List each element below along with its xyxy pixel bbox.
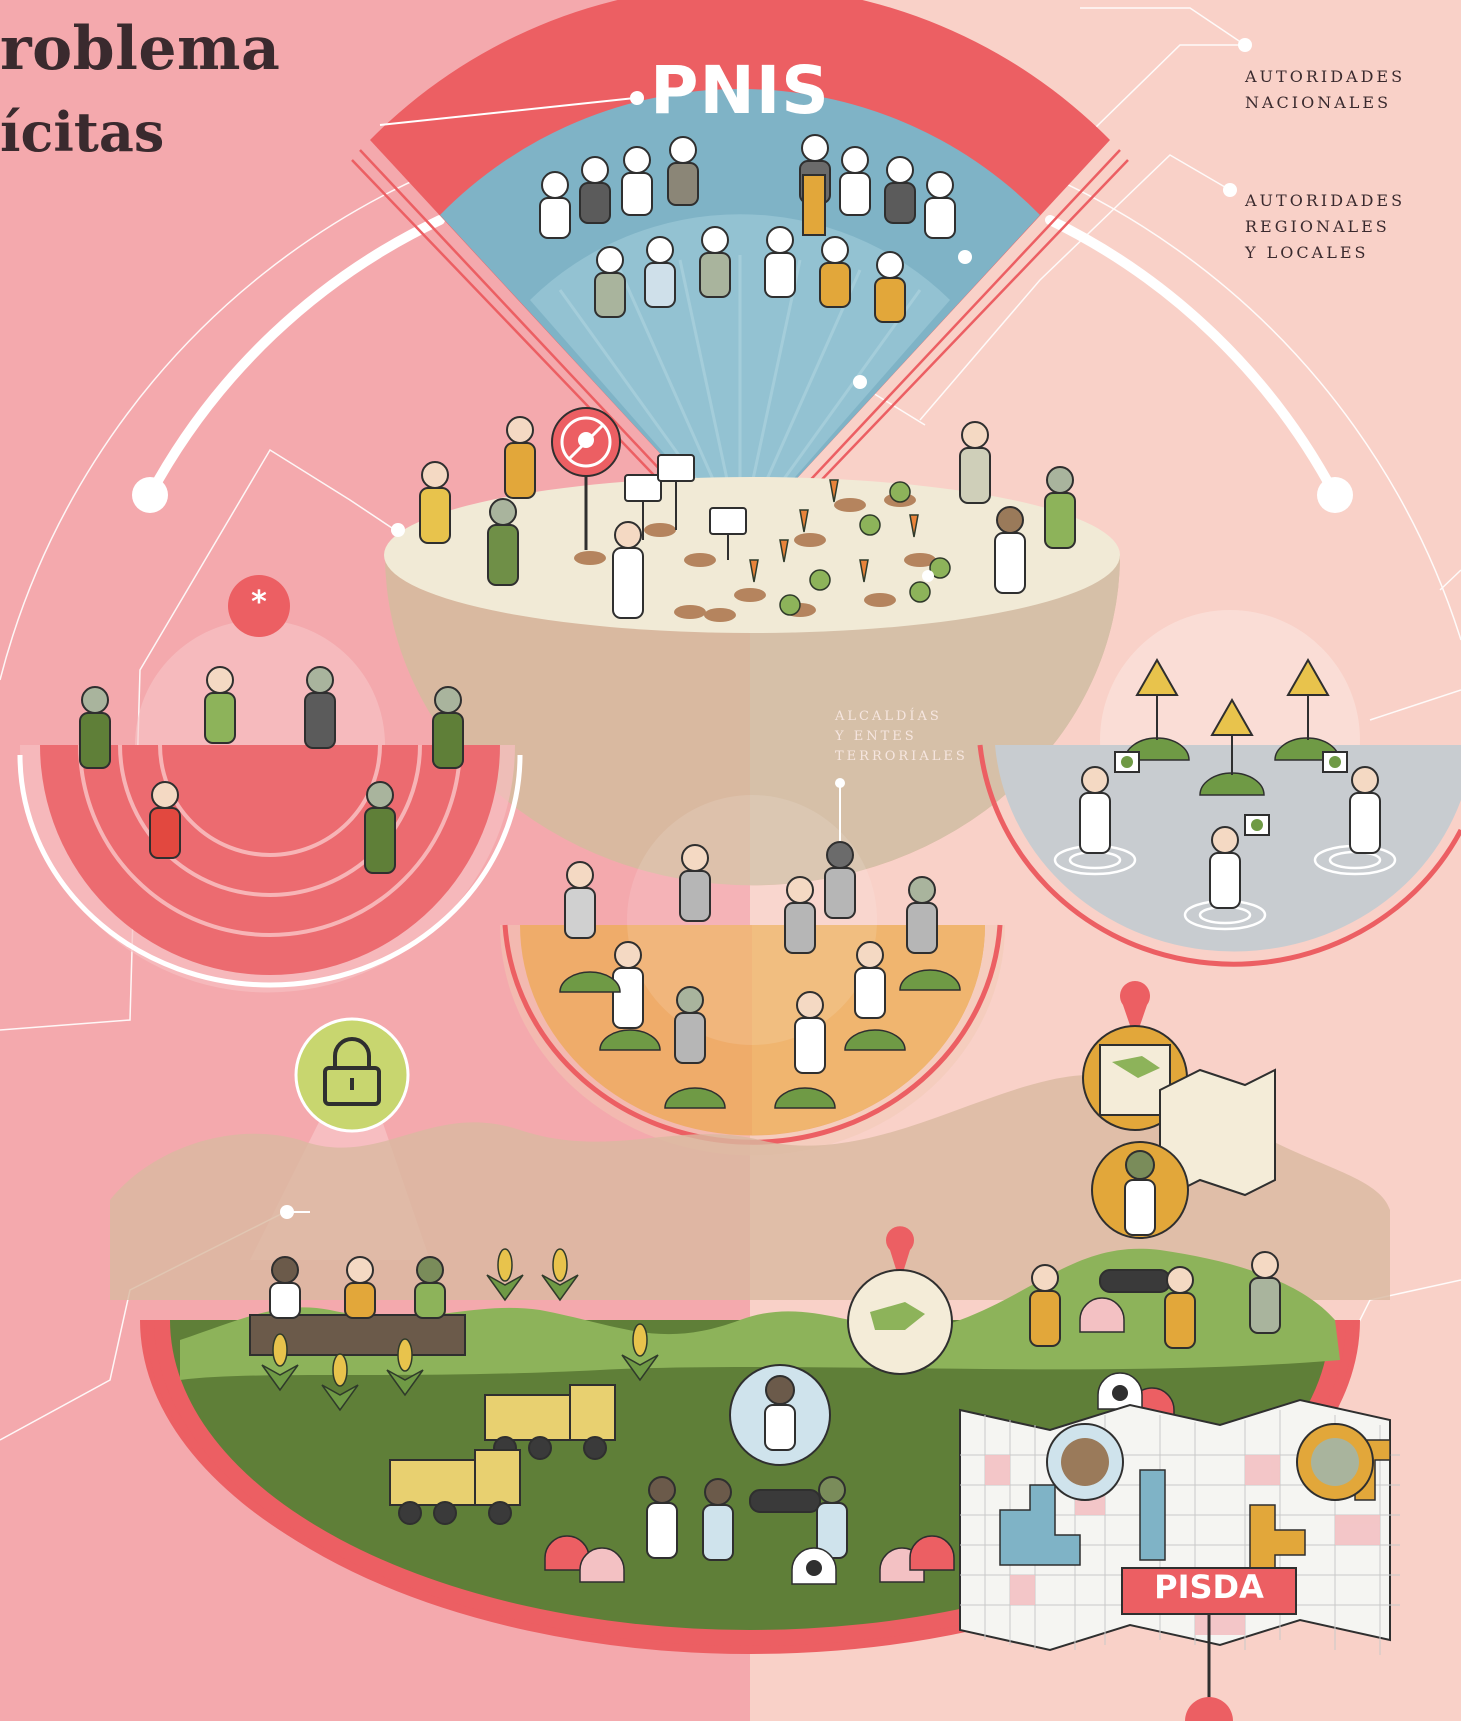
left-bowl-people [79, 666, 464, 874]
asterisk-badge [228, 575, 290, 637]
fan-pointer-dot [853, 375, 867, 389]
left-bowl-white-arc [17, 754, 523, 988]
page-subtitle: ícitas [0, 100, 165, 164]
page-title: roblema [0, 14, 281, 84]
lock-icon [294, 1017, 410, 1133]
market-pointer-dot [280, 1205, 294, 1219]
asterisk-label: * [251, 585, 267, 620]
pisda-base-dot [1185, 1697, 1233, 1721]
arc-end-dot [132, 477, 168, 513]
outer-arc-right [1045, 215, 1340, 500]
right-bowl-red-arc [977, 744, 1461, 967]
market-stall [249, 1256, 466, 1356]
crop-plants [574, 479, 951, 622]
municipal-pointer-dot [835, 778, 845, 788]
regional-authorities-label: AUTORIDADES REGIONALES Y LOCALES [1245, 191, 1406, 262]
bottom-mountains [110, 1074, 1390, 1300]
pisda-banner [1121, 1567, 1297, 1615]
pisda-grid-map [959, 1398, 1400, 1655]
farmers-group [419, 416, 1076, 619]
arc-end-dot [1317, 477, 1353, 513]
plateau-pointer-dot [922, 570, 934, 582]
national-authorities-people [539, 134, 956, 323]
pnis-label: PNIS [650, 52, 830, 129]
check-icon [1114, 751, 1348, 836]
watermelons [559, 969, 961, 1109]
delivery-truck [389, 1384, 616, 1525]
pnis-pointer-dot [630, 91, 644, 105]
map-pin-icon [847, 1226, 953, 1375]
regional-pointer-dot [1223, 183, 1237, 197]
right-bowl-people [1079, 766, 1381, 909]
municipal-people [564, 841, 938, 1074]
skull-icon [791, 1372, 1143, 1585]
pisda-label: PISDA [1154, 1568, 1264, 1606]
central-bowl-shade [750, 555, 1120, 886]
skull-icon [624, 454, 747, 560]
fan-pointer-dot [958, 250, 972, 264]
national-authorities-label: AUTORIDADES NACIONALES [1245, 67, 1406, 112]
warning-icon [1135, 657, 1330, 775]
skull-icon [551, 407, 621, 550]
plateau-pointer-dot [391, 523, 405, 537]
pnis-pointer-line [379, 97, 636, 126]
central-plateau [384, 477, 1120, 633]
national-pointer-dot [1238, 38, 1252, 52]
corn-plants [261, 1248, 659, 1412]
outer-arc-left [145, 215, 445, 500]
community-people [646, 1141, 1281, 1561]
municipal-label: ALCALDÍAS Y ENTES TERRORIALES [835, 709, 968, 764]
